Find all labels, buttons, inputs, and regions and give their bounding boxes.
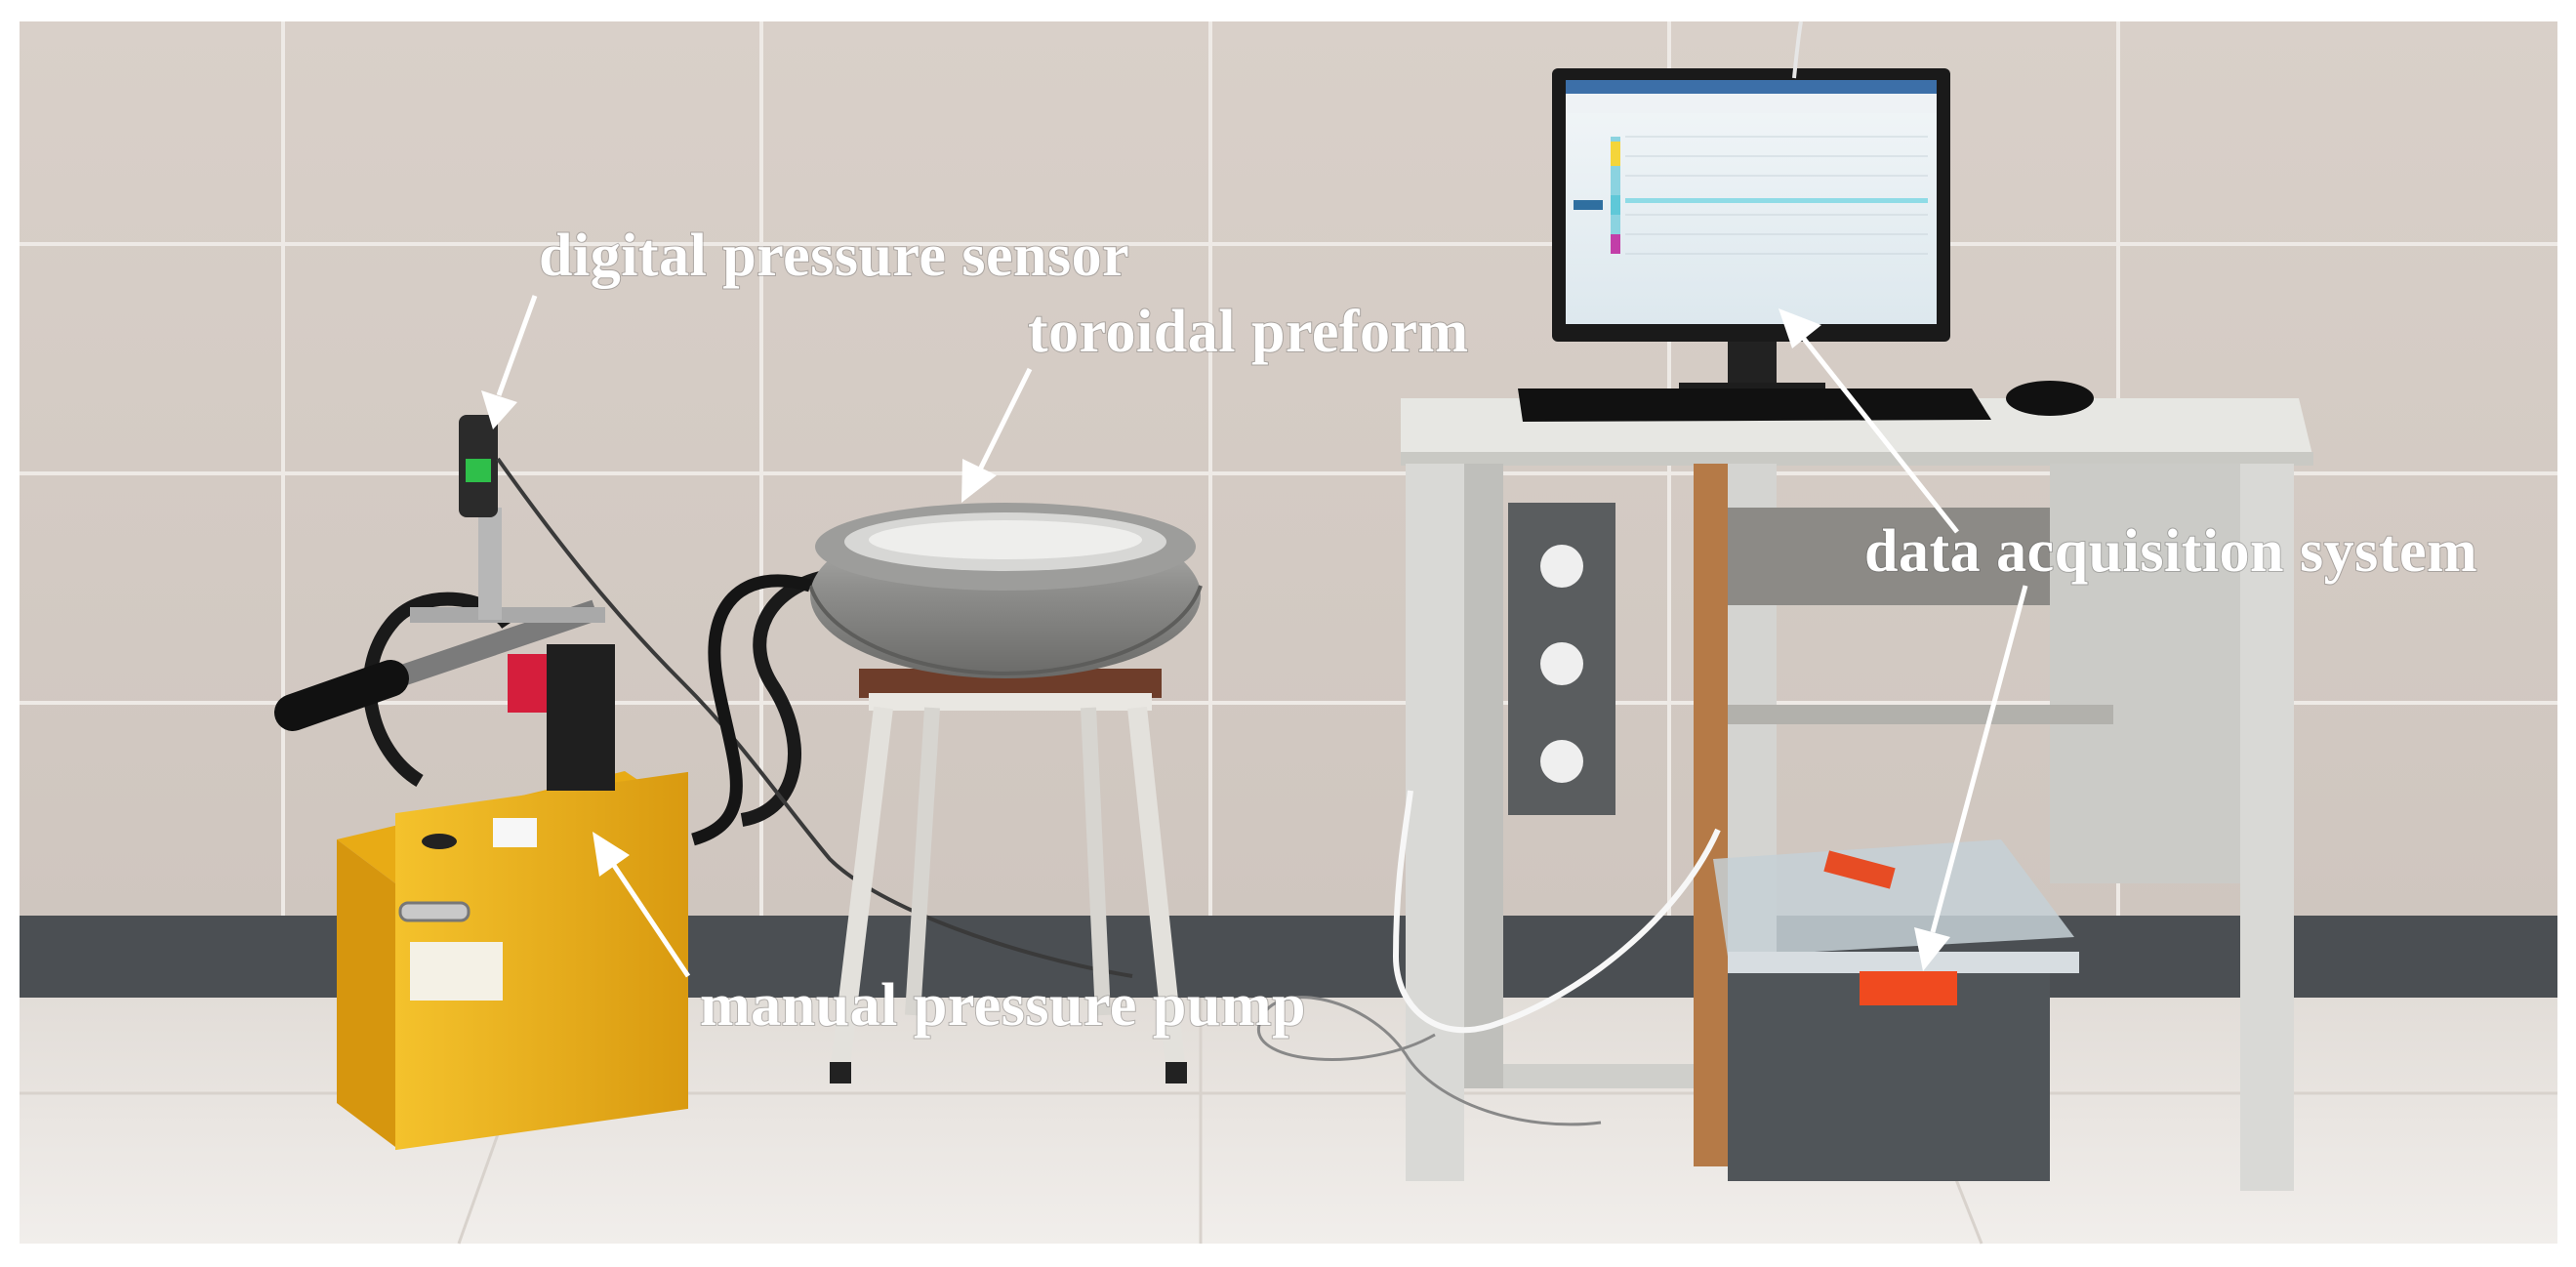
label-data-acquisition-system: data acquisition system bbox=[1864, 518, 2477, 585]
callout-arrows bbox=[481, 295, 2028, 978]
usb-cable bbox=[1392, 790, 1721, 1034]
keyboard bbox=[1518, 388, 1991, 422]
monitor bbox=[1552, 68, 1950, 392]
label-digital-pressure-sensor: digital pressure sensor bbox=[539, 223, 1129, 289]
mouse bbox=[2006, 381, 2094, 416]
sensor-cable bbox=[496, 457, 1133, 978]
label-toroidal-preform: toroidal preform bbox=[1028, 299, 1469, 365]
toroidal-preform bbox=[808, 503, 1203, 678]
hose bbox=[691, 574, 812, 846]
storage-box bbox=[1713, 839, 2079, 1181]
label-manual-pressure-pump: manual pressure pump bbox=[700, 972, 1306, 1039]
